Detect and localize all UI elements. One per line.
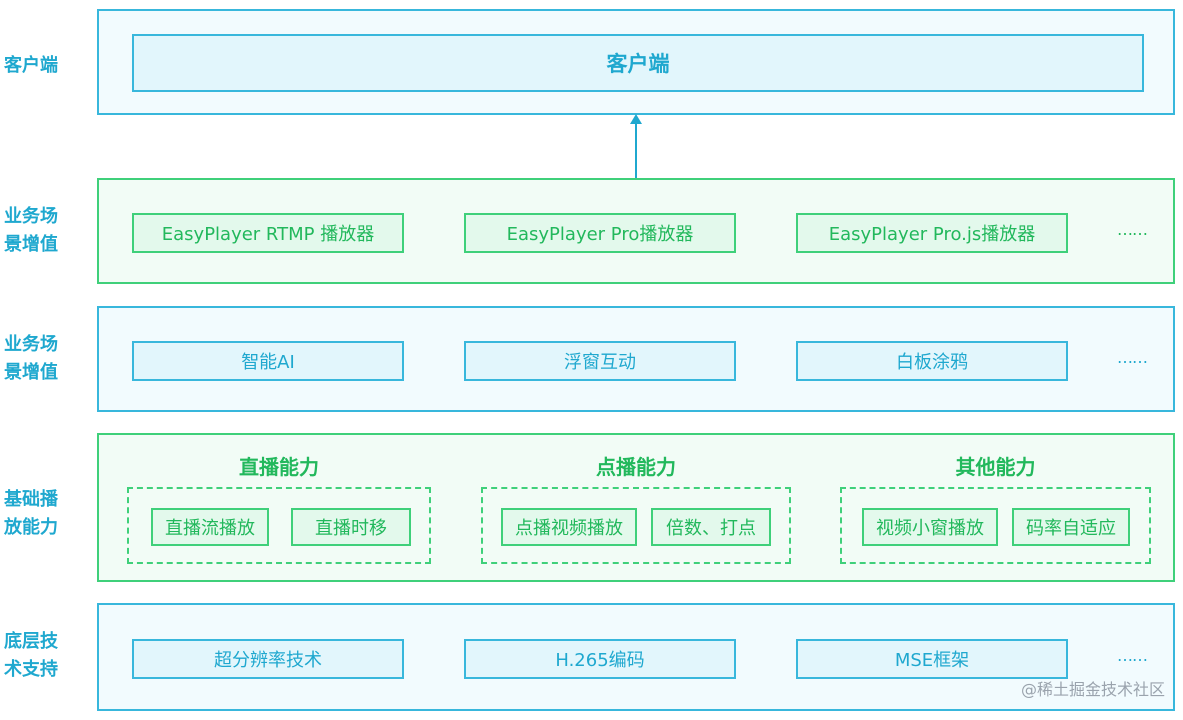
group-live: 直播流播放 直播时移 [127,487,431,564]
tech-box-mse: MSE框架 [796,639,1068,679]
feature-box-float: 浮窗互动 [464,341,736,381]
business-layer-2: 智能AI 浮窗互动 白板涂鸦 …… [97,306,1175,412]
tech-box-superres: 超分辨率技术 [132,639,404,679]
live-stream-box: 直播流播放 [151,508,269,546]
more-ellipsis: …… [1117,220,1148,239]
arrow-up-line [635,122,637,178]
business-layer-1-label: 业务场 景增值 [4,206,58,255]
basic-layer-label: 基础播 放能力 [4,489,58,538]
business-layer-1: EasyPlayer RTMP 播放器 EasyPlayer Pro播放器 Ea… [97,178,1175,284]
mini-window-box: 视频小窗播放 [862,508,998,546]
vod-play-box: 点播视频播放 [501,508,637,546]
client-layer: 客户端 [97,9,1175,115]
player-box-rtmp: EasyPlayer RTMP 播放器 [132,213,404,253]
tech-layer-label: 底层技 术支持 [4,631,58,680]
arrow-up-icon [630,114,642,124]
client-box: 客户端 [132,34,1144,92]
tech-layer: 超分辨率技术 H.265编码 MSE框架 …… [97,603,1175,711]
player-box-projs: EasyPlayer Pro.js播放器 [796,213,1068,253]
more-ellipsis: …… [1117,646,1148,665]
group-vod: 点播视频播放 倍数、打点 [481,487,791,564]
group-title-other: 其他能力 [955,455,1036,479]
client-layer-label: 客户端 [4,55,58,76]
group-title-vod: 点播能力 [596,455,676,479]
vod-speed-box: 倍数、打点 [651,508,771,546]
feature-box-whiteboard: 白板涂鸦 [796,341,1068,381]
adaptive-bitrate-box: 码率自适应 [1012,508,1130,546]
watermark: @稀土掘金技术社区 [1020,680,1165,699]
live-timeshift-box: 直播时移 [291,508,411,546]
tech-box-h265: H.265编码 [464,639,736,679]
more-ellipsis: …… [1117,348,1148,367]
group-other: 视频小窗播放 码率自适应 [840,487,1151,564]
feature-box-ai: 智能AI [132,341,404,381]
player-box-pro: EasyPlayer Pro播放器 [464,213,736,253]
basic-layer: 直播能力 直播流播放 直播时移 点播能力 点播视频播放 倍数、打点 其他能力 视… [97,433,1175,582]
business-layer-2-label: 业务场 景增值 [4,334,58,383]
group-title-live: 直播能力 [239,455,319,479]
